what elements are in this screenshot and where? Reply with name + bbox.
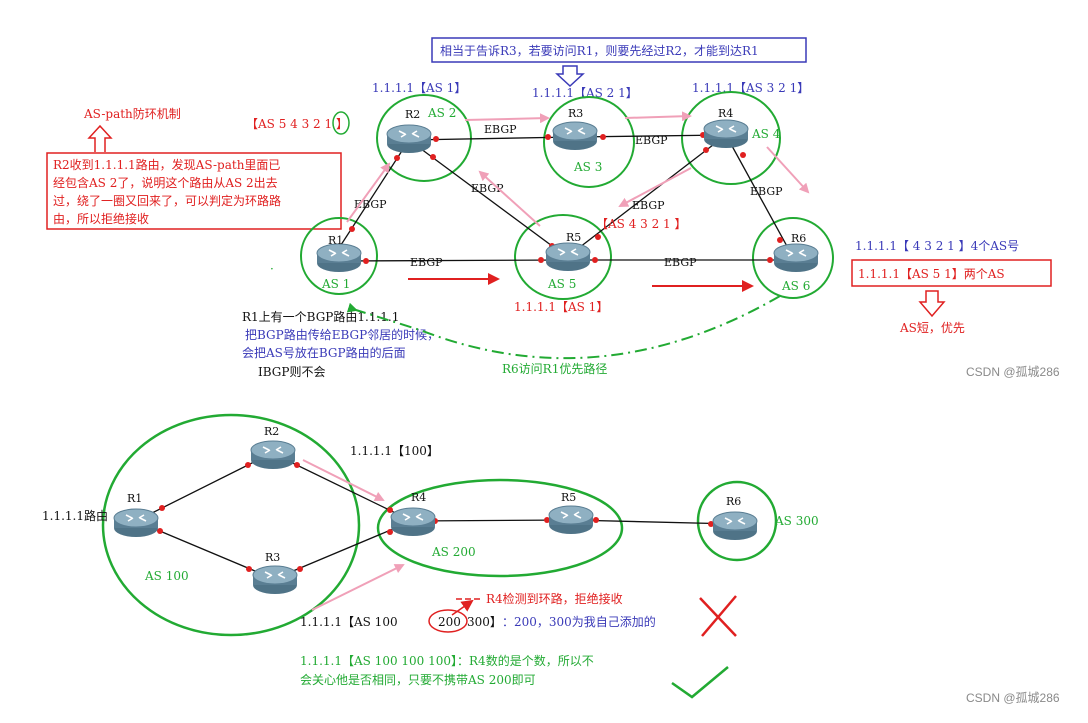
loop-detect-note: R4检测到环路，拒绝接收: [486, 591, 623, 606]
bottom-router-r6[interactable]: [712, 511, 758, 541]
label-as1: AS 1: [321, 277, 350, 291]
r6-short-path: 1.1.1.1【AS 5 1】两个AS: [858, 267, 1005, 281]
ebgp-note-2: 会把AS号放在BGP路由的后面: [242, 345, 406, 360]
bad-prefix: 1.1.1.1【AS 100: [300, 615, 398, 629]
as100-boundary: [101, 413, 361, 637]
label-as200: AS 200: [431, 545, 476, 559]
prefix-at-r3: 1.1.1.1【AS 2 1】: [532, 86, 638, 100]
bottom-label-r6: R6: [726, 495, 741, 508]
label-r6: R6: [791, 232, 806, 245]
callout-down-arrow: [555, 65, 585, 88]
r1-route-note: R1上有一个BGP路由1.1.1.1: [242, 309, 399, 324]
bottom-router-r1[interactable]: [113, 508, 159, 538]
prefix-100: 1.1.1.1【100】: [350, 444, 439, 458]
loop-note-line-3: 过，绕了一圈又回来了，可以判定为环路路: [53, 193, 281, 208]
loop-note-line-4: 由，所以拒绝接收: [53, 211, 149, 226]
loop-note-line-1: R2收到1.1.1.1路由，发现AS-path里面已: [53, 157, 280, 172]
as4-boundary: [681, 91, 781, 185]
top-link-dots: [349, 132, 783, 264]
as3-boundary: [543, 96, 635, 188]
reject-x-icon: [699, 595, 737, 637]
as2-highlight-circle: [332, 111, 350, 135]
bottom-label-r3: R3: [265, 551, 280, 564]
label-as300: AS 300: [774, 514, 819, 528]
aspath-loop-title: AS-path防环机制: [83, 106, 181, 121]
label-as6: AS 6: [781, 279, 810, 293]
as6-boundary: [752, 217, 834, 299]
bottom-links: [135, 452, 736, 580]
aspath-r4-to-r5: 【AS 4 3 2 1 】: [596, 217, 687, 231]
bottom-router-r5[interactable]: [548, 505, 594, 535]
label-as3: AS 3: [573, 160, 602, 174]
accept-check-icon: [671, 666, 729, 699]
ebgp-r2-r3: EBGP: [484, 123, 517, 136]
as5-boundary: [514, 214, 612, 300]
router-r5[interactable]: [545, 242, 591, 272]
as-short-preferred: AS短，优先: [899, 321, 965, 335]
r3-meaning-callout-box: [431, 37, 807, 63]
label-r4: R4: [718, 107, 733, 120]
label-as100: AS 100: [144, 569, 189, 583]
bad-as200: 200: [438, 615, 461, 629]
loop-note-line-2: 经包含AS 2了，说明这个路由从AS 2出去: [53, 175, 278, 190]
prefix-at-r4: 1.1.1.1【AS 3 2 1】: [692, 81, 809, 95]
ibgp-note: IBGP则不会: [258, 365, 325, 379]
router-r2[interactable]: [386, 124, 432, 154]
as1-boundary: [300, 217, 378, 295]
loop-note-box: [46, 152, 342, 230]
ebgp-r3-r4: EBGP: [635, 134, 668, 147]
bottom-link-dots: [157, 462, 714, 572]
pink-arrow-r3-r4: [311, 564, 405, 611]
label-r3: R3: [568, 107, 583, 120]
bottom-router-r4[interactable]: [390, 507, 436, 537]
ebgp-note-1: 把BGP路由传给EBGP邻居的时候，: [245, 327, 439, 342]
r3-meaning-callout: 相当于告诉R3，若要访问R1，则要先经过R2，才能到达R1: [440, 44, 759, 58]
router-r6[interactable]: [773, 243, 819, 273]
watermark-top: CSDN @孤城286: [966, 365, 1060, 379]
r6-short-path-box: [851, 259, 1052, 287]
router-r3[interactable]: [552, 121, 598, 151]
short-path-down-arrow: [918, 290, 946, 318]
prefix-at-r2: 1.1.1.1【AS 1】: [372, 81, 466, 95]
bottom-label-r1: R1: [127, 492, 142, 505]
bottom-router-r2[interactable]: [250, 440, 296, 470]
router-r4[interactable]: [703, 119, 749, 149]
route-origin-label: 1.1.1.1路由: [42, 508, 108, 523]
ebgp-r4-r5: EBGP: [632, 199, 665, 212]
r6-preferred-path-curve: [346, 295, 781, 360]
route-propagation-arrows: [346, 111, 810, 227]
as300-boundary: [696, 480, 778, 562]
pink-arrow-r2-r4: [302, 459, 385, 501]
as200-loop-circle: [428, 609, 468, 633]
bottom-label-r2: R2: [264, 425, 279, 438]
label-r1: R1: [328, 234, 343, 247]
ebgp-r1-r5: EBGP: [410, 256, 443, 269]
r6-long-path: 1.1.1.1【 4 3 2 1 】4个AS号: [855, 239, 1019, 253]
ebgp-r4-r6: EBGP: [750, 185, 783, 198]
bottom-label-r4: R4: [411, 491, 426, 504]
dot-mark: ·: [270, 262, 274, 276]
prefix-at-r5: 1.1.1.1【AS 1】: [514, 300, 608, 314]
bottom-router-r3[interactable]: [252, 565, 298, 595]
label-r5: R5: [566, 231, 581, 244]
loop-detect-pointer: [451, 599, 474, 616]
bottom-label-r5: R5: [561, 491, 576, 504]
router-r1[interactable]: [316, 243, 362, 273]
looped-aspath: 【AS 5 4 3 2 1 】: [246, 117, 348, 131]
title-up-arrow: [87, 124, 113, 152]
r6-preferred-path-label: R6访问R1优先路径: [502, 361, 607, 376]
label-as2: AS 2: [427, 106, 456, 120]
as2-boundary: [376, 94, 472, 182]
bad-tail: 300】: [467, 615, 502, 629]
label-as4: AS 4: [751, 127, 781, 141]
as200-boundary: [376, 478, 624, 578]
label-r2: R2: [405, 108, 420, 121]
bad-note: ：200，300为我自己添加的: [502, 614, 656, 629]
watermark-bottom: CSDN @孤城286: [966, 691, 1060, 705]
good-line-2: 会关心他是否相同，只要不携带AS 200即可: [300, 672, 536, 687]
good-line-1: 1.1.1.1【AS 100 100 100】：R4数的是个数，所以不: [300, 653, 594, 668]
ebgp-r5-r6: EBGP: [664, 256, 697, 269]
label-as5: AS 5: [547, 277, 576, 291]
